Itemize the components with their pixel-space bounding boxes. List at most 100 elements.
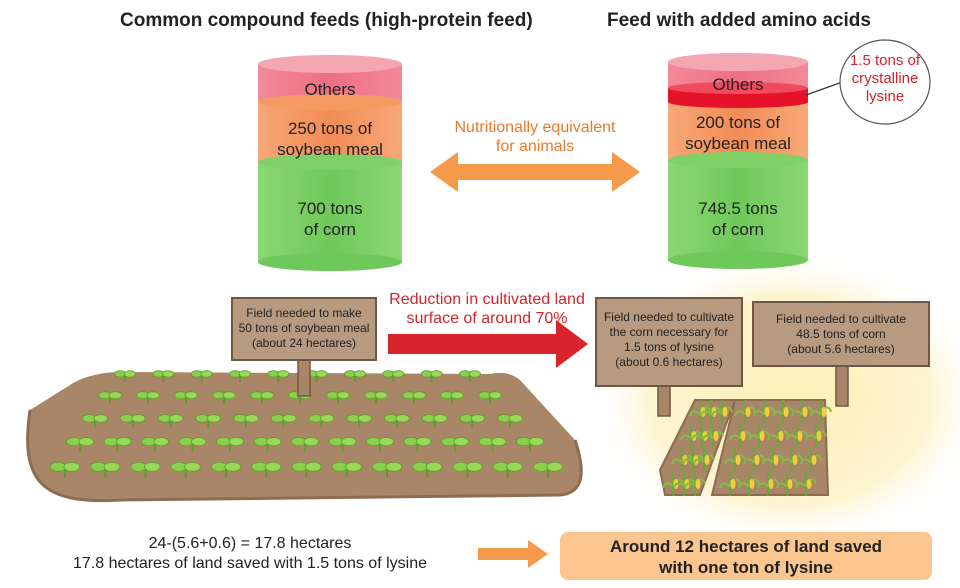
lysine-callout-bubble bbox=[805, 39, 931, 125]
corn-plant bbox=[800, 448, 822, 472]
soybean-sprout bbox=[152, 370, 175, 382]
corn-plant bbox=[738, 472, 760, 496]
right-feed-cylinder bbox=[668, 53, 808, 269]
soybean-sprout bbox=[270, 414, 297, 428]
corn-plant bbox=[743, 448, 765, 472]
soybean-sprout bbox=[366, 437, 394, 452]
soybean-sprout bbox=[291, 437, 319, 452]
soybean-sprout bbox=[157, 414, 184, 428]
corn-plant bbox=[748, 424, 770, 448]
corn-plant bbox=[711, 400, 733, 424]
soybean-sprout bbox=[441, 437, 469, 452]
soybean-sprout bbox=[233, 414, 259, 428]
corn-plant bbox=[762, 448, 784, 472]
corn-plant bbox=[767, 424, 789, 448]
soybean-sprout bbox=[452, 461, 483, 478]
soybean-sprout bbox=[403, 437, 432, 452]
soybean-sprout bbox=[114, 370, 136, 382]
corn-plant bbox=[684, 472, 706, 496]
soybean-sprout bbox=[420, 370, 443, 382]
soybean-sprout bbox=[103, 437, 132, 452]
soybean-sprout bbox=[364, 391, 388, 404]
left-feed-cylinder bbox=[258, 55, 402, 271]
corn-fields bbox=[658, 399, 832, 496]
soybean-sprout bbox=[195, 414, 222, 428]
soybean-sprout bbox=[190, 370, 213, 382]
soybean-sprout bbox=[212, 391, 236, 404]
soybean-sprout bbox=[291, 461, 322, 478]
soybean-sprout bbox=[49, 461, 81, 478]
corn-plant bbox=[791, 400, 813, 424]
corn-plant bbox=[805, 424, 827, 448]
corn-plant bbox=[776, 472, 798, 496]
soybean-sprout bbox=[141, 437, 169, 452]
soybean-sprout bbox=[440, 391, 464, 404]
left-others-label: Others bbox=[304, 80, 356, 99]
right-others-label: Others bbox=[712, 75, 764, 94]
soybean-sprout bbox=[459, 414, 486, 428]
soybean-field bbox=[26, 370, 583, 503]
right-title: Feed with added amino acids bbox=[607, 10, 871, 31]
soybean-sprout bbox=[66, 437, 94, 452]
soybean-sprout bbox=[174, 391, 198, 404]
corn-plant bbox=[702, 424, 724, 448]
soybean-sprout bbox=[532, 461, 564, 478]
corn-plant bbox=[772, 400, 794, 424]
soybean-sprout bbox=[210, 461, 242, 478]
soybean-sprout bbox=[383, 414, 410, 428]
equivalence-double-arrow bbox=[430, 152, 640, 192]
corn-plant bbox=[724, 448, 746, 472]
soybean-sprout bbox=[119, 414, 146, 428]
soybean-sprout bbox=[130, 461, 161, 478]
corn-plant bbox=[729, 424, 751, 448]
soybean-sprout bbox=[82, 414, 108, 428]
reduction-arrow bbox=[388, 320, 588, 368]
corn-field-sign bbox=[752, 301, 930, 367]
soybean-sprout bbox=[402, 391, 426, 404]
soybean-sprout bbox=[326, 391, 350, 404]
soybean-sprout bbox=[90, 461, 121, 478]
soybean-sprout bbox=[136, 391, 160, 404]
corn-plant bbox=[753, 400, 775, 424]
corn-plant bbox=[810, 400, 832, 424]
soybean-sprout bbox=[98, 391, 122, 404]
soybean-sprout bbox=[346, 414, 372, 428]
soybean-sprout bbox=[170, 461, 201, 478]
soybean-field-sign bbox=[231, 297, 377, 361]
soybean-sprout bbox=[251, 461, 282, 478]
soybean-sprout bbox=[478, 391, 502, 404]
soybean-sprout bbox=[344, 370, 366, 382]
soybean-sprout bbox=[267, 370, 290, 382]
corn-plant bbox=[693, 448, 715, 472]
corn-plant bbox=[719, 472, 741, 496]
soybean-sprout bbox=[250, 391, 274, 404]
corn-plant bbox=[795, 472, 817, 496]
soybean-sprout bbox=[253, 437, 282, 452]
soybean-sprout bbox=[421, 414, 448, 428]
result-arrow bbox=[478, 540, 548, 568]
soybean-sprout bbox=[459, 370, 481, 382]
corn-plant bbox=[786, 424, 808, 448]
corn-plant bbox=[757, 472, 779, 496]
soybean-sprout bbox=[216, 437, 244, 452]
soybean-sprout bbox=[492, 461, 523, 478]
soybean-sprout bbox=[497, 414, 523, 428]
soybean-sprout bbox=[229, 370, 251, 382]
lysine-field-sign bbox=[595, 297, 743, 387]
soybean-sprout bbox=[412, 461, 443, 478]
soybean-sprout bbox=[331, 461, 362, 478]
soybean-sprout bbox=[178, 437, 207, 452]
corn-plant bbox=[781, 448, 803, 472]
